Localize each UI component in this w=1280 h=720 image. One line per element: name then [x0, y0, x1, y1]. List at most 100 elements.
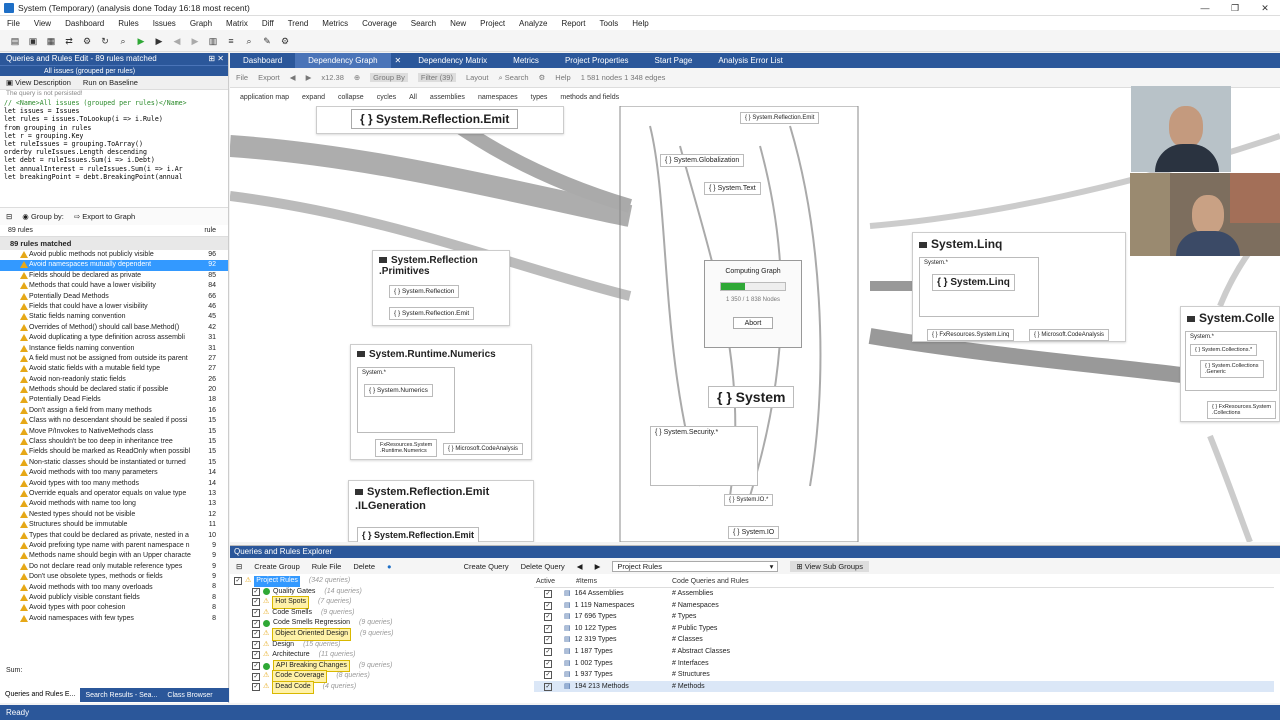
tree-item[interactable]: ✓API Breaking Changes(9 queries): [234, 659, 524, 673]
active-checkbox[interactable]: ✓: [544, 647, 552, 656]
rule-column-header[interactable]: rule: [204, 227, 216, 234]
checkbox[interactable]: ✓: [234, 577, 242, 586]
tab-project-properties[interactable]: Project Properties: [564, 56, 629, 65]
tab-start-page[interactable]: Start Page: [654, 56, 693, 65]
menu-diff[interactable]: Diff: [261, 18, 274, 28]
grid-row[interactable]: ✓▤17 696 Types# Types: [534, 611, 1274, 623]
grid-row[interactable]: ✓▤1 187 Types# Abstract Classes: [534, 646, 1274, 658]
tree-item[interactable]: ✓Quality Gates(14 queries): [234, 587, 524, 598]
run-report-icon[interactable]: ▶: [155, 35, 163, 46]
export-to-graph-button[interactable]: ⇨ Export to Graph: [73, 212, 136, 221]
rule-row[interactable]: Do not declare read only mutable referen…: [0, 562, 228, 572]
rule-row[interactable]: Override equals and operator equals on v…: [0, 489, 228, 499]
collapse-icon[interactable]: ⊟: [6, 212, 13, 221]
graph-search-button[interactable]: ⌕ Search: [498, 72, 529, 82]
back-icon[interactable]: ◀: [173, 35, 181, 46]
subnode-system-text[interactable]: { } System.Text: [704, 182, 761, 195]
subnode[interactable]: { } Microsoft.CodeAnalysis: [1029, 329, 1110, 341]
rule-row[interactable]: Class with no descendant should be seale…: [0, 416, 228, 426]
tab-dependency-graph[interactable]: Dependency Graph: [295, 53, 391, 68]
active-checkbox[interactable]: ✓: [544, 613, 552, 622]
checkbox[interactable]: ✓: [252, 630, 260, 639]
run-on-baseline-button[interactable]: Run on Baseline: [82, 78, 138, 87]
refresh-icon[interactable]: ↻: [101, 35, 109, 46]
menu-project[interactable]: Project: [480, 18, 506, 28]
rule-row[interactable]: Avoid prefixing type name with parent na…: [0, 541, 228, 551]
analyze-icon[interactable]: ⚙: [82, 35, 92, 46]
checkbox[interactable]: ✓: [252, 619, 260, 628]
info-icon[interactable]: ●: [387, 561, 392, 571]
checkbox[interactable]: ✓: [252, 672, 260, 681]
delete-query-button[interactable]: Delete Query: [520, 561, 565, 571]
menu-report[interactable]: Report: [561, 18, 586, 28]
delete-button[interactable]: Delete: [353, 561, 376, 571]
rule-file-menu[interactable]: Rule File: [311, 561, 342, 571]
query-editor[interactable]: // <Name>All issues (grouped per rules)<…: [0, 99, 228, 207]
rule-row[interactable]: Don't use obsolete types, methods or fie…: [0, 572, 228, 582]
zoom-level[interactable]: x12.38: [321, 73, 344, 82]
tree-item[interactable]: ✓Code Smells Regression(9 queries): [234, 618, 524, 629]
filter-cycles[interactable]: cycles: [376, 93, 397, 101]
tab-analysis-error-list[interactable]: Analysis Error List: [718, 56, 783, 65]
tools-icon[interactable]: ✎: [263, 35, 271, 46]
subnode[interactable]: { } System.Linq: [932, 274, 1015, 291]
tab-class-browser[interactable]: Class Browser: [167, 691, 213, 699]
filter-All[interactable]: All: [409, 93, 417, 101]
subnode-system[interactable]: { } System: [708, 386, 795, 408]
menu-coverage[interactable]: Coverage: [362, 18, 397, 28]
open-project-icon[interactable]: ▣: [28, 35, 38, 46]
forward-icon[interactable]: ▶: [191, 35, 199, 46]
menu-dashboard[interactable]: Dashboard: [65, 18, 105, 28]
graph-forward-icon[interactable]: ▶: [305, 73, 312, 82]
filter-assemblies[interactable]: assemblies: [429, 93, 465, 101]
subnode[interactable]: FxResources.System .Runtime.Numerics: [375, 439, 438, 457]
view-sub-groups-toggle[interactable]: ⊞ View Sub Groups: [790, 560, 869, 572]
find-icon[interactable]: ⌕: [246, 35, 252, 46]
tree-item[interactable]: ✓⚠Object Oriented Design(9 queries): [234, 627, 524, 641]
active-checkbox[interactable]: ✓: [544, 659, 552, 668]
tab-dependency-matrix[interactable]: Dependency Matrix: [418, 56, 488, 65]
layout-icon[interactable]: ▥: [208, 35, 218, 46]
group-by-menu[interactable]: Group By: [370, 73, 408, 82]
filter-collapse[interactable]: collapse: [338, 93, 364, 101]
subnode[interactable]: { } System.Numerics: [364, 384, 433, 397]
active-checkbox[interactable]: ✓: [544, 590, 552, 598]
col-name[interactable]: Code Queries and Rules: [672, 578, 749, 585]
checkbox[interactable]: ✓: [252, 651, 260, 660]
tree-item[interactable]: ✓⚠Design(15 queries): [234, 640, 524, 651]
node-system-reflection-emit-ilgeneration[interactable]: System.Reflection.Emit .ILGeneration { }…: [348, 480, 534, 542]
menu-search[interactable]: Search: [410, 18, 437, 28]
tree-item[interactable]: ✓⚠Project Rules(342 queries): [234, 576, 524, 587]
node-system-linq[interactable]: System.Linq System.* { } System.Linq { }…: [912, 232, 1126, 342]
menu-rules[interactable]: Rules: [118, 18, 139, 28]
close-button[interactable]: ✕: [1261, 3, 1269, 13]
subnode-globalization[interactable]: { } System.Globalization: [660, 154, 745, 167]
active-checkbox[interactable]: ✓: [544, 671, 552, 680]
rule-row[interactable]: Class shouldn't be too deep in inheritan…: [0, 437, 228, 447]
explorer-collapse-icon[interactable]: ⊟: [236, 561, 243, 571]
rule-row[interactable]: Methods should be declared static if pos…: [0, 385, 228, 395]
subnode[interactable]: { } FxResources.System .Collections: [1207, 401, 1276, 419]
tab-queries-rules-edit[interactable]: Queries and Rules E...: [0, 688, 81, 702]
maximize-button[interactable]: ❐: [1230, 3, 1240, 13]
menu-view[interactable]: View: [33, 18, 52, 28]
minimize-button[interactable]: —: [1200, 3, 1210, 13]
list-icon[interactable]: ≡: [228, 35, 234, 46]
checkbox[interactable]: ✓: [252, 587, 260, 596]
col-active[interactable]: Active: [536, 578, 556, 585]
view-description-button[interactable]: ▣ View Description: [6, 78, 71, 87]
tab-search-results[interactable]: Search Results - Sea...: [85, 691, 158, 699]
menu-issues[interactable]: Issues: [152, 18, 176, 28]
col-items[interactable]: #Items: [576, 578, 598, 585]
tree-item[interactable]: ✓⚠Architecture(11 queries): [234, 650, 524, 661]
subnode-system-star[interactable]: System.* { } System.Linq: [919, 257, 1039, 317]
